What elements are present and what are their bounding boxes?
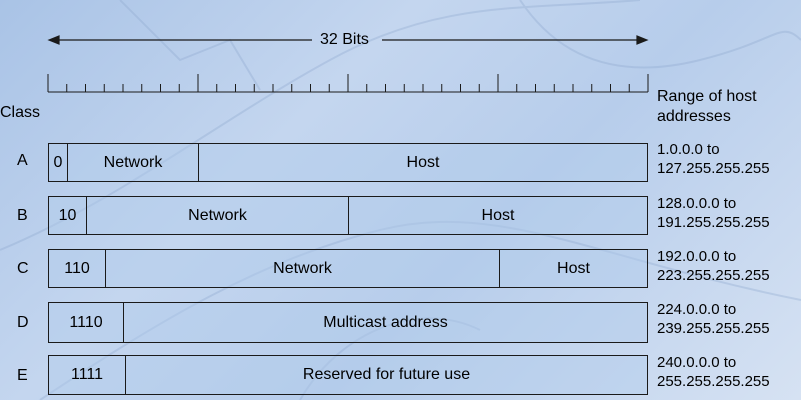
- class-a-range-end: 127.255.255.255: [657, 160, 770, 177]
- class-e-range-end: 255.255.255.255: [657, 373, 770, 390]
- class-c-prefix-bits: 110: [49, 250, 106, 287]
- class-d-multicast-field: Multicast address: [323, 313, 448, 331]
- bits-label: 32 Bits: [320, 31, 369, 48]
- class-d-address-format: 1110 Multicast address: [48, 302, 648, 343]
- class-label-e: E: [17, 367, 28, 384]
- class-c-range-start: 192.0.0.0 to: [657, 248, 737, 265]
- class-label-a: A: [17, 152, 28, 169]
- class-e-prefix-bits: 1111: [49, 356, 126, 394]
- class-a-host-field: Host: [406, 153, 440, 171]
- class-e-reserved-field: Reserved for future use: [302, 366, 471, 383]
- class-label-d: D: [17, 314, 29, 331]
- class-a-address-format: 0 Network Host: [48, 143, 648, 182]
- class-b-host-field: Host: [481, 206, 515, 224]
- class-b-address-format: 10 Network Host: [48, 196, 648, 235]
- class-d-prefix-bits: 1110: [49, 303, 124, 342]
- class-a-network-field: Network: [68, 144, 199, 181]
- range-column-label-line1: Range of host: [657, 88, 757, 105]
- class-label-c: C: [17, 260, 29, 277]
- class-a-range-start: 1.0.0.0 to: [657, 141, 720, 158]
- class-c-range-end: 223.255.255.255: [657, 267, 770, 284]
- class-column-label: Class: [0, 104, 41, 121]
- class-c-network-field: Network: [106, 250, 500, 287]
- class-b-range-end: 191.255.255.255: [657, 214, 770, 231]
- class-a-prefix-bits: 0: [49, 144, 68, 181]
- class-c-host-field: Host: [557, 259, 590, 277]
- class-b-range-start: 128.0.0.0 to: [657, 195, 737, 212]
- class-c-address-format: 110 Network Host: [48, 249, 648, 288]
- bit-ruler: [47, 35, 649, 93]
- class-d-range-end: 239.255.255.255: [657, 320, 770, 337]
- range-column-label-line2: addresses: [657, 108, 731, 125]
- class-b-prefix-bits: 10: [49, 197, 87, 234]
- class-e-range-start: 240.0.0.0 to: [657, 354, 737, 371]
- class-b-network-field: Network: [87, 197, 349, 234]
- class-label-b: B: [17, 207, 28, 224]
- class-e-address-format: 1111 Reserved for future use: [48, 355, 648, 395]
- class-d-range-start: 224.0.0.0 to: [657, 301, 737, 318]
